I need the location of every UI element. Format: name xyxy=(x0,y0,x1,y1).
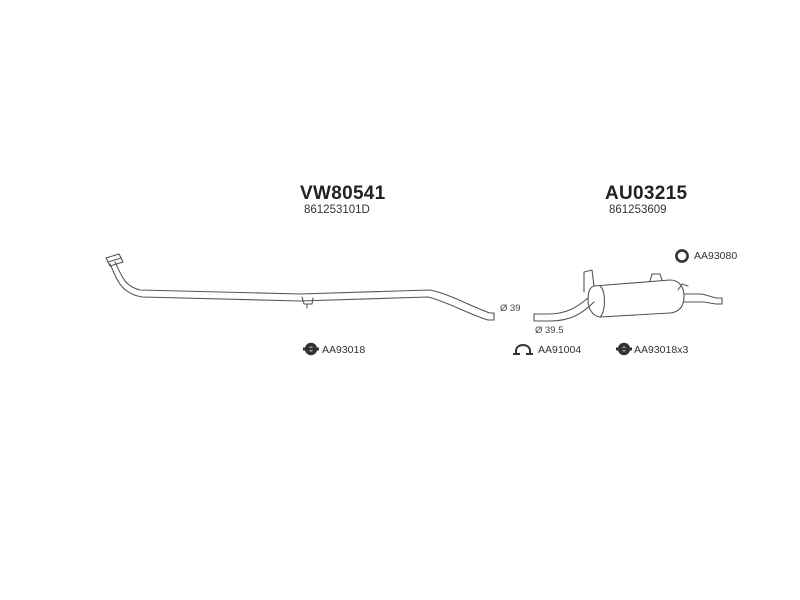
accessory-code-clamp: AA91004 xyxy=(538,344,582,356)
pipe-diameter-label: Ø 39 xyxy=(500,303,521,314)
ring-gasket-icon xyxy=(675,249,689,263)
rear-silencer xyxy=(533,269,723,322)
oem-number-rear-silencer: 861253609 xyxy=(609,204,667,216)
accessory-code: AA93018 xyxy=(634,344,678,356)
oem-number-front-pipe: 861253101D xyxy=(304,204,370,216)
clamp-icon xyxy=(513,344,533,355)
pipe-diameter-label: Ø 39.5 xyxy=(535,325,564,336)
accessory-quantity: x3 xyxy=(677,344,689,356)
part-code-rear-silencer: AU03215 xyxy=(605,183,688,204)
accessory-code-mount: AA93018x3 xyxy=(634,345,688,356)
rubber-mount-icon xyxy=(616,342,632,356)
accessory-code-mount: AA93018 xyxy=(322,344,366,356)
accessory-code-gasket: AA93080 xyxy=(694,250,738,262)
part-code-front-pipe: VW80541 xyxy=(300,183,386,204)
rubber-mount-icon xyxy=(303,342,319,356)
front-pipe xyxy=(105,253,495,321)
